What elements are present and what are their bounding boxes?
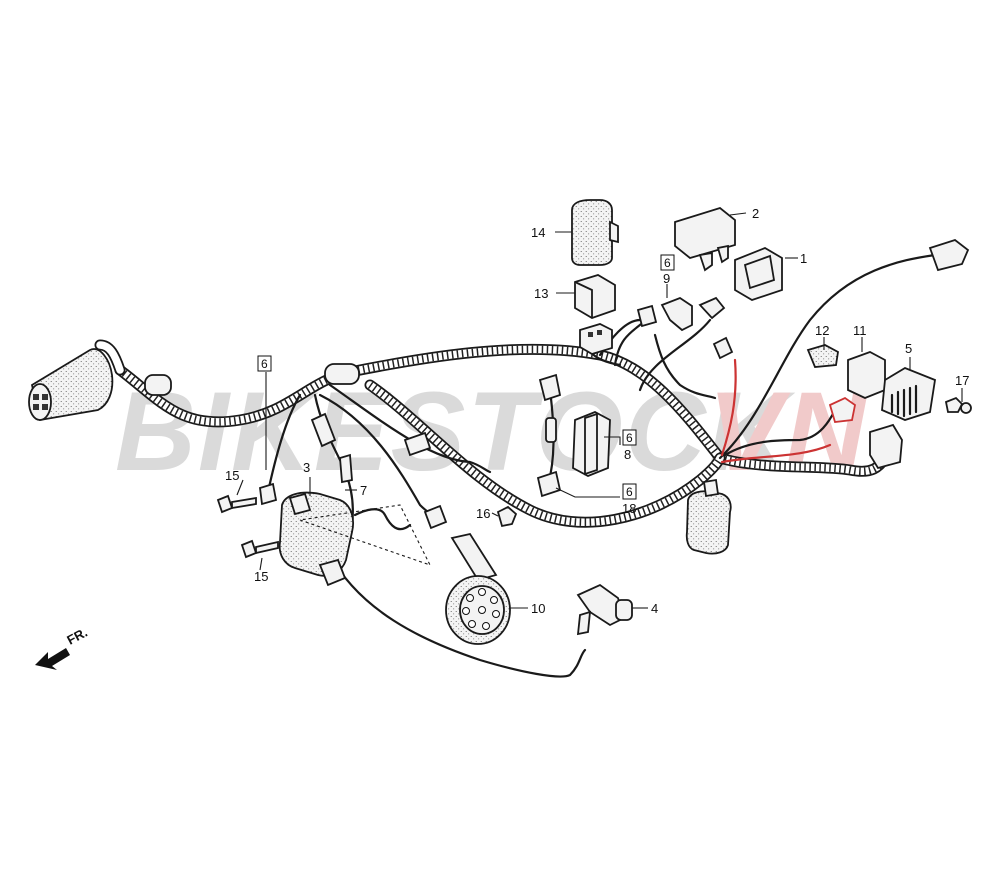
part-9-clamp	[636, 296, 734, 360]
callout-4: 4	[651, 601, 658, 616]
watermark: BIKESTOCK VN	[115, 369, 868, 494]
callout-17: 17	[955, 373, 969, 388]
callout-3: 3	[303, 460, 310, 475]
callout-6-clamp: 6	[664, 256, 671, 270]
callout-8: 8	[624, 447, 631, 462]
part-14-relay	[571, 199, 619, 266]
part-4-plug-cap	[576, 583, 633, 636]
callout-2: 2	[752, 206, 759, 221]
watermark-text-main: BIKESTOCK	[115, 369, 796, 494]
part-2-relay	[674, 206, 736, 272]
small-connectors	[259, 412, 448, 530]
callout-13: 13	[534, 286, 548, 301]
part-11-flasher	[828, 351, 886, 423]
callout-18: 18	[622, 501, 636, 516]
leader-lines	[236, 212, 963, 609]
callout-numbers: 1 2 3 4 5 6 6 6 6 7 8 9 10 11 12 13 14 1…	[225, 206, 969, 616]
part-8-fuse-box	[572, 411, 611, 477]
watermark-text-accent: VN	[708, 369, 868, 494]
callout-10: 10	[531, 601, 545, 616]
main-wire-harness	[94, 339, 896, 528]
callout-7: 7	[360, 483, 367, 498]
part-5-regulator	[881, 366, 936, 421]
callout-12: 12	[815, 323, 829, 338]
callout-15-lower: 15	[254, 569, 268, 584]
callout-1: 1	[800, 251, 807, 266]
front-direction-indicator: FR.	[35, 625, 90, 670]
callout-boxes	[257, 254, 675, 500]
part-1-connector	[734, 247, 783, 301]
front-arrow-icon	[35, 648, 70, 670]
callout-16: 16	[476, 506, 490, 521]
part-10-horn	[445, 532, 511, 645]
part-18-fuse-holder	[536, 373, 562, 498]
condenser	[685, 478, 732, 555]
callout-6-holder: 6	[626, 485, 633, 499]
main-coupler	[28, 348, 360, 422]
callout-6-fuse: 6	[626, 431, 633, 445]
callout-6-harness: 6	[261, 357, 268, 371]
part-16-bolt	[496, 505, 518, 528]
part-17-bolt	[944, 396, 972, 414]
callout-15-upper: 15	[225, 468, 239, 483]
callout-11: 11	[853, 323, 867, 338]
part-3-ignition-coil	[278, 491, 354, 587]
part-3-leader-triangle	[299, 504, 432, 566]
coupler-right	[869, 238, 970, 470]
part-13-relay	[574, 274, 616, 355]
front-label: FR.	[64, 625, 90, 648]
callout-5: 5	[905, 341, 912, 356]
callout-9: 9	[663, 271, 670, 286]
callout-14: 14	[531, 225, 545, 240]
part-12-clip	[806, 344, 839, 368]
part-15-bolts	[216, 494, 279, 559]
